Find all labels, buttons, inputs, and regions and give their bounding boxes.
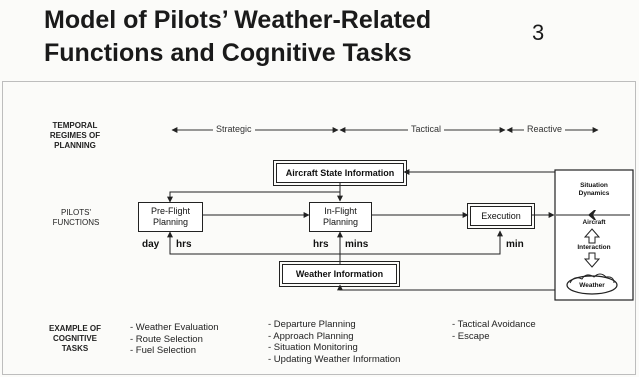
time-label-hrs-inflight: hrs: [313, 239, 329, 250]
interaction-arrows: [583, 228, 601, 268]
diagram-frame: [2, 81, 636, 375]
pilots-functions-label: PILOTS'FUNCTIONS: [52, 208, 100, 227]
execution-box: Execution: [467, 203, 535, 229]
list-item: - Departure Planning: [268, 319, 356, 330]
weather-information-box: Weather Information: [279, 261, 400, 287]
regime-reactive: Reactive: [524, 124, 566, 134]
list-item: - Escape: [452, 330, 490, 342]
regime-tactical: Tactical: [408, 124, 445, 134]
situation-weather-label: Weather: [579, 282, 605, 289]
regime-strategic: Strategic: [213, 124, 255, 134]
weather-cloud-icon: [566, 273, 618, 295]
list-item: - Updating Weather Information: [268, 353, 401, 365]
list-item: - Situation Monitoring: [268, 342, 358, 353]
time-label-min: min: [506, 239, 524, 250]
list-item: - Weather Evaluation: [130, 322, 219, 333]
aircraft-glyph: [588, 210, 596, 220]
tactical-task-list: - Departure Planning - Approach Planning…: [268, 319, 400, 365]
slide-number: 3: [532, 20, 545, 45]
list-item: - Approach Planning: [268, 330, 354, 342]
time-label-mins: mins: [345, 239, 369, 250]
time-label-day: day: [142, 239, 160, 250]
list-item: - Fuel Selection: [130, 345, 197, 356]
reactive-task-list: - Tactical Avoidance - Escape: [452, 319, 536, 342]
slide-title: Model of Pilots’ Weather-Related Functio…: [44, 4, 431, 70]
strategic-task-list: - Weather Evaluation - Route Selection -…: [130, 322, 219, 357]
list-item: - Route Selection: [130, 333, 203, 345]
situation-aircraft-label: Aircraft: [582, 219, 606, 226]
aircraft-state-information-box: Aircraft State Information: [273, 160, 407, 186]
situation-interaction-label: Interaction: [577, 244, 611, 251]
list-item: - Tactical Avoidance: [452, 319, 536, 330]
time-label-hrs-preflight: hrs: [176, 239, 192, 250]
title-line-1: Model of Pilots’ Weather-Related: [44, 6, 432, 34]
title-line-2: Functions and Cognitive Tasks: [44, 39, 412, 67]
